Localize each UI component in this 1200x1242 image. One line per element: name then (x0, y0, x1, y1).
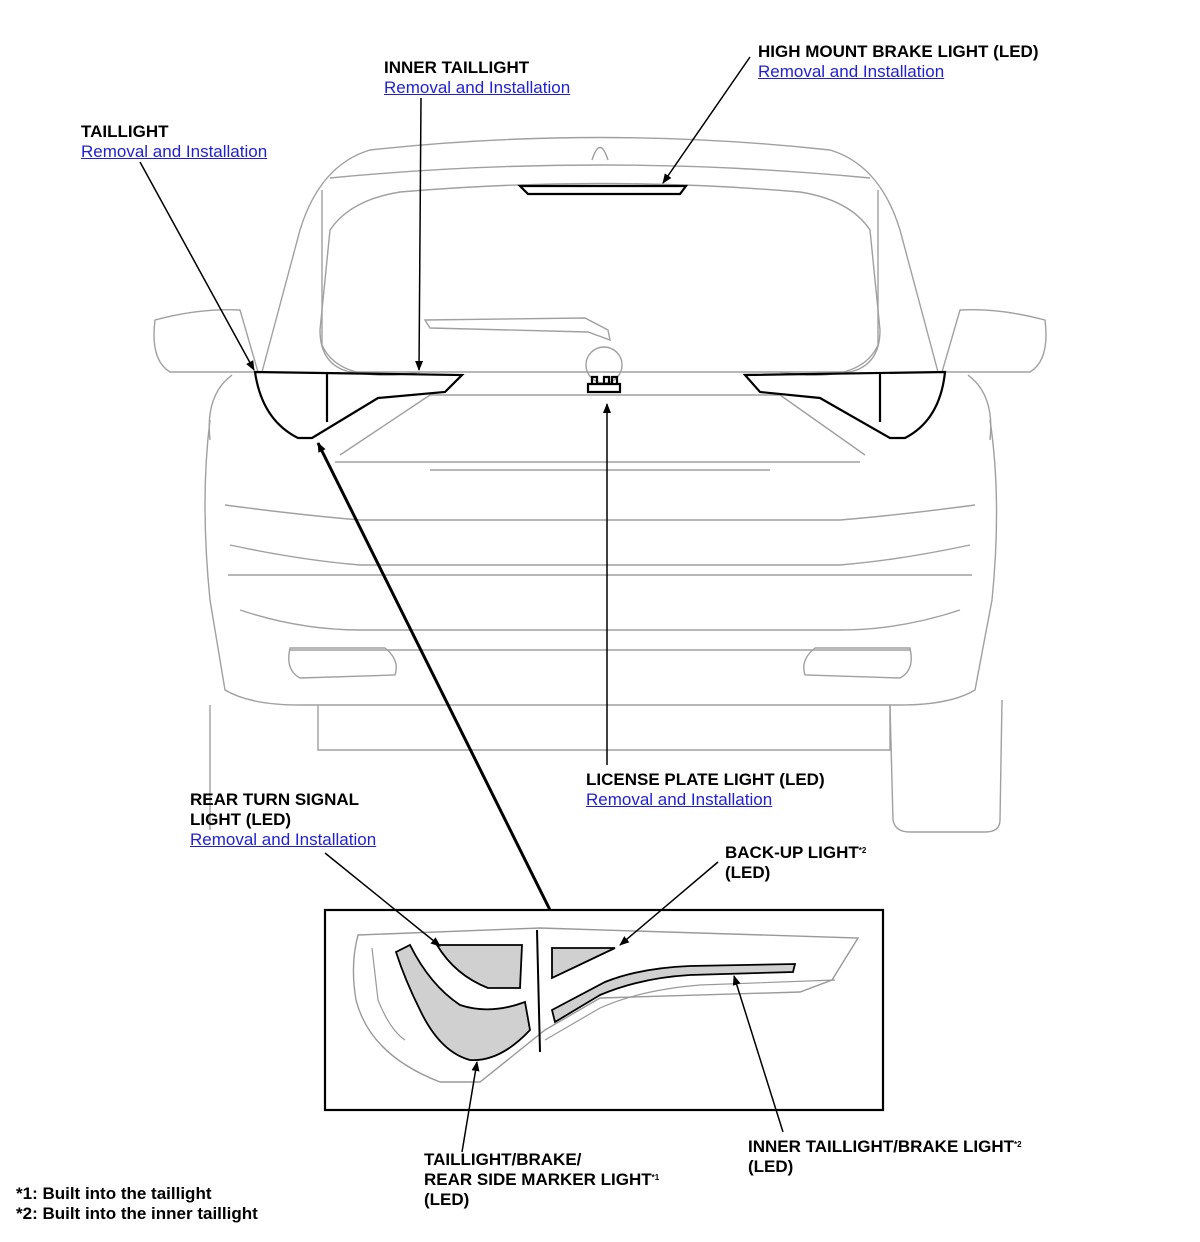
back-up-light-type: (LED) (725, 863, 771, 882)
footnote-2: *2: Built into the inner taillight (16, 1204, 258, 1223)
inner-taillight-link[interactable]: Removal and Installation (384, 78, 571, 97)
back-up-light-footnote-mark: *2 (858, 846, 867, 855)
inner-taillight-brake-line2: (LED) (748, 1157, 794, 1176)
taillight-link[interactable]: Removal and Installation (81, 142, 268, 161)
license-plate-light-link[interactable]: Removal and Installation (586, 790, 773, 809)
back-up-light-title-text: BACK-UP LIGHT (725, 843, 859, 862)
taillight-detail-inset (323, 908, 885, 1112)
taillight-title: TAILLIGHT (81, 122, 169, 141)
taillight-brake-marker-line2-wrap: REAR SIDE MARKER LIGHT*1 (424, 1170, 659, 1190)
high-mount-brake-light-link[interactable]: Removal and Installation (758, 62, 945, 81)
taillight-brake-marker-footnote-mark: *1 (651, 1173, 660, 1182)
callout-taillight: TAILLIGHT Removal and Installation (81, 122, 267, 162)
taillight-brake-marker-line3: (LED) (424, 1190, 470, 1209)
leader-lines (139, 56, 784, 1153)
callout-back-up-light: BACK-UP LIGHT*2 (LED) (725, 843, 866, 883)
callout-rear-turn-signal-light: REAR TURN SIGNAL LIGHT (LED) Removal and… (190, 790, 376, 850)
inner-taillight-brake-line1-wrap: INNER TAILLIGHT/BRAKE LIGHT*2 (748, 1137, 1022, 1157)
high-mount-brake-light-title: HIGH MOUNT BRAKE LIGHT (LED) (758, 42, 1039, 61)
footnotes: *1: Built into the taillight *2: Built i… (16, 1184, 258, 1224)
callout-inner-taillight-brake: INNER TAILLIGHT/BRAKE LIGHT*2 (LED) (748, 1137, 1022, 1177)
taillight-brake-marker-line1: TAILLIGHT/BRAKE/ (424, 1150, 582, 1169)
rear-turn-signal-title-line2: LIGHT (LED) (190, 810, 292, 829)
inner-taillight-brake-footnote-mark: *2 (1014, 1140, 1022, 1149)
license-plate-light-title: LICENSE PLATE LIGHT (LED) (586, 770, 825, 789)
vehicle-outline (153, 136, 1047, 833)
callout-inner-taillight: INNER TAILLIGHT Removal and Installation (384, 58, 570, 98)
rear-turn-signal-title-line1: REAR TURN SIGNAL (190, 790, 360, 809)
inner-taillight-brake-line1: INNER TAILLIGHT/BRAKE LIGHT (748, 1137, 1014, 1156)
back-up-light-title: BACK-UP LIGHT*2 (725, 843, 866, 863)
inner-taillight-title: INNER TAILLIGHT (384, 58, 530, 77)
taillight-brake-marker-line2: REAR SIDE MARKER LIGHT (424, 1170, 652, 1189)
callout-taillight-brake-marker: TAILLIGHT/BRAKE/ REAR SIDE MARKER LIGHT*… (424, 1150, 659, 1210)
callout-high-mount-brake-light: HIGH MOUNT BRAKE LIGHT (LED) Removal and… (758, 42, 1038, 82)
footnote-1: *1: Built into the taillight (16, 1184, 212, 1203)
taillights-drawn (253, 184, 947, 440)
callout-license-plate-light: LICENSE PLATE LIGHT (LED) Removal and In… (586, 770, 825, 810)
rear-turn-signal-link[interactable]: Removal and Installation (190, 830, 377, 849)
